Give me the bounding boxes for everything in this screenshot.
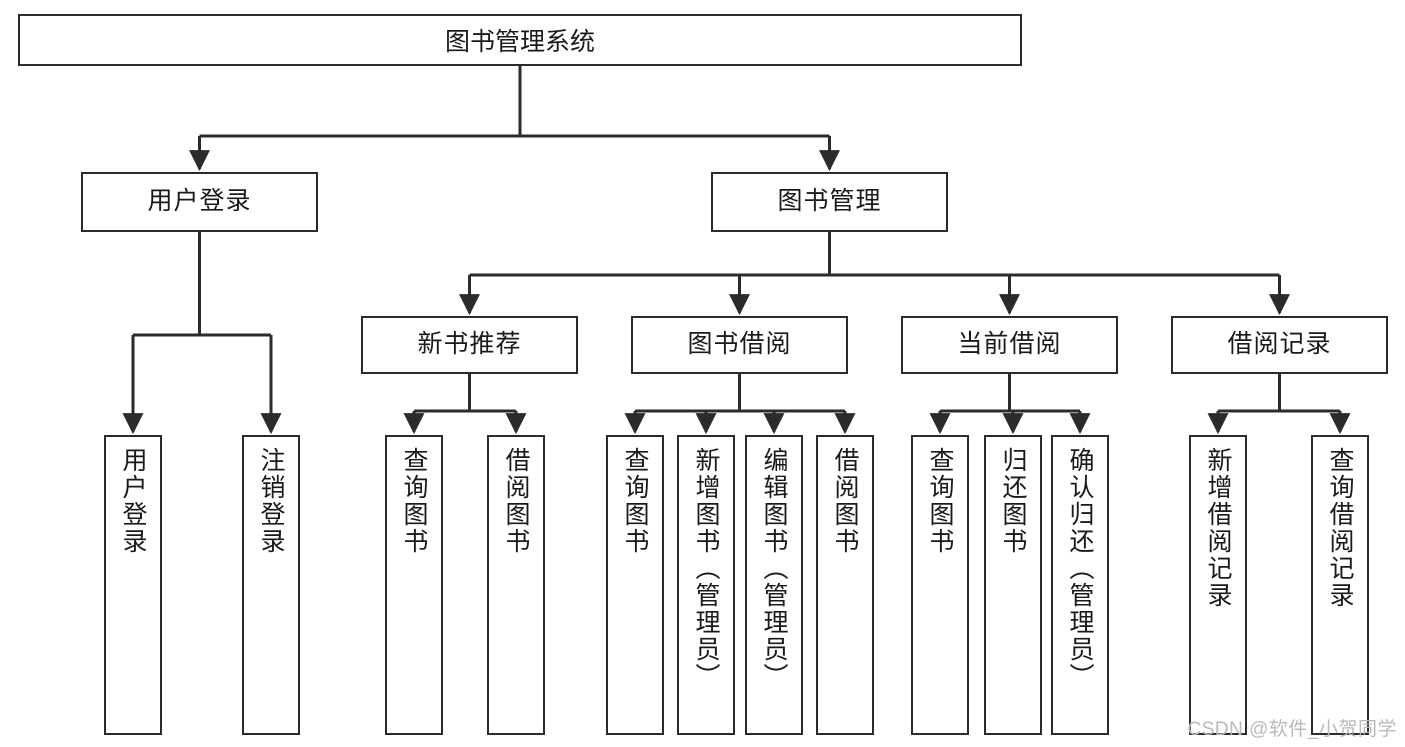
node-leaf-query-book-3[interactable]: 查询图书 [911, 435, 969, 735]
node-leaf-user-login[interactable]: 用户登录 [104, 435, 162, 735]
node-leaf-query-book-2-label: 查询图书 [621, 447, 649, 555]
node-leaf-user-login-label: 用户登录 [119, 447, 147, 555]
node-leaf-query-book-3-label: 查询图书 [926, 447, 954, 555]
node-borrow-record-label: 借阅记录 [1227, 330, 1332, 359]
node-leaf-return-book-label: 归还图书 [999, 447, 1027, 555]
node-user-login-label: 用户登录 [147, 187, 252, 216]
node-leaf-confirm-return-admin-label: 确认归还（管理员） [1066, 447, 1094, 690]
node-book-borrow-label: 图书借阅 [687, 330, 792, 359]
node-root-label: 图书管理系统 [444, 28, 595, 56]
node-leaf-logout[interactable]: 注销登录 [242, 435, 300, 735]
node-leaf-borrow-book-2-label: 借阅图书 [831, 447, 859, 555]
node-leaf-confirm-return-admin[interactable]: 确认归还（管理员） [1051, 435, 1109, 735]
node-borrow-record[interactable]: 借阅记录 [1171, 316, 1388, 374]
node-leaf-query-book-1[interactable]: 查询图书 [385, 435, 443, 735]
watermark-label: CSDN @软件_小贺同学 [1187, 719, 1397, 740]
node-current-borrow[interactable]: 当前借阅 [901, 316, 1118, 374]
node-leaf-logout-label: 注销登录 [257, 447, 285, 555]
node-leaf-borrow-book-2[interactable]: 借阅图书 [816, 435, 874, 735]
node-leaf-add-book-admin[interactable]: 新增图书（管理员） [677, 435, 735, 735]
node-leaf-borrow-book-1[interactable]: 借阅图书 [487, 435, 545, 735]
node-user-login[interactable]: 用户登录 [81, 172, 318, 232]
node-new-book-recommend-label: 新书推荐 [417, 330, 522, 359]
node-leaf-add-book-admin-label: 新增图书（管理员） [692, 447, 720, 690]
node-leaf-add-record-label: 新增借阅记录 [1204, 447, 1232, 609]
node-book-management-label: 图书管理 [777, 187, 882, 216]
node-new-book-recommend[interactable]: 新书推荐 [361, 316, 578, 374]
node-leaf-edit-book-admin-label: 编辑图书（管理员） [760, 447, 788, 690]
node-current-borrow-label: 当前借阅 [957, 330, 1062, 359]
node-leaf-borrow-book-1-label: 借阅图书 [502, 447, 530, 555]
node-leaf-query-book-1-label: 查询图书 [400, 447, 428, 555]
node-leaf-return-book[interactable]: 归还图书 [984, 435, 1042, 735]
node-leaf-query-record[interactable]: 查询借阅记录 [1311, 435, 1369, 735]
node-leaf-query-record-label: 查询借阅记录 [1326, 447, 1354, 609]
node-book-management[interactable]: 图书管理 [711, 172, 948, 232]
node-book-borrow[interactable]: 图书借阅 [631, 316, 848, 374]
node-leaf-query-book-2[interactable]: 查询图书 [606, 435, 664, 735]
node-leaf-add-record[interactable]: 新增借阅记录 [1189, 435, 1247, 735]
node-root[interactable]: 图书管理系统 [18, 14, 1022, 66]
node-leaf-edit-book-admin[interactable]: 编辑图书（管理员） [745, 435, 803, 735]
